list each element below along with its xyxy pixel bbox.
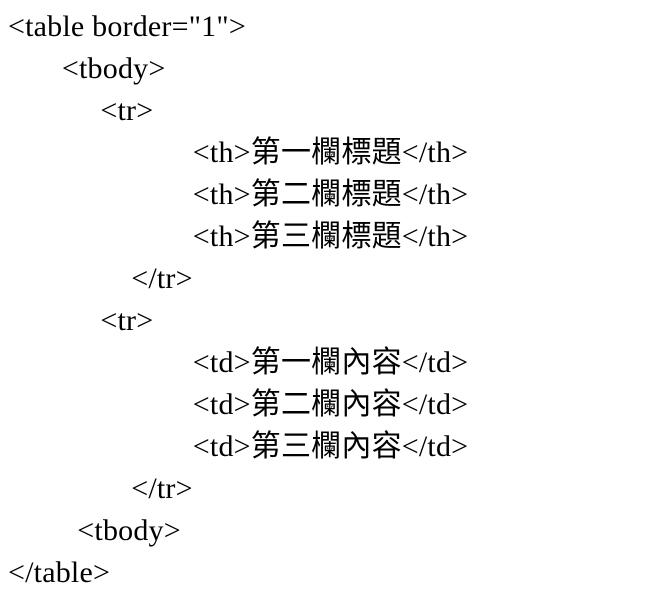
code-line: <td>第一欄內容</td> <box>8 346 469 379</box>
code-line: </tr> <box>8 472 193 505</box>
code-line: <th>第三欄標題</th> <box>8 220 469 253</box>
code-line: </table> <box>8 556 111 589</box>
code-line: <table border="1"> <box>8 10 246 43</box>
code-line: <th>第一欄標題</th> <box>8 136 469 169</box>
code-line: <tbody> <box>8 52 166 85</box>
code-line: <td>第三欄內容</td> <box>8 430 469 463</box>
code-line: <tbody> <box>8 514 181 547</box>
code-line: <th>第二欄標題</th> <box>8 178 469 211</box>
code-line: </tr> <box>8 262 193 295</box>
code-line: <td>第二欄內容</td> <box>8 388 469 421</box>
code-line: <tr> <box>8 304 154 337</box>
code-line: <tr> <box>8 94 154 127</box>
